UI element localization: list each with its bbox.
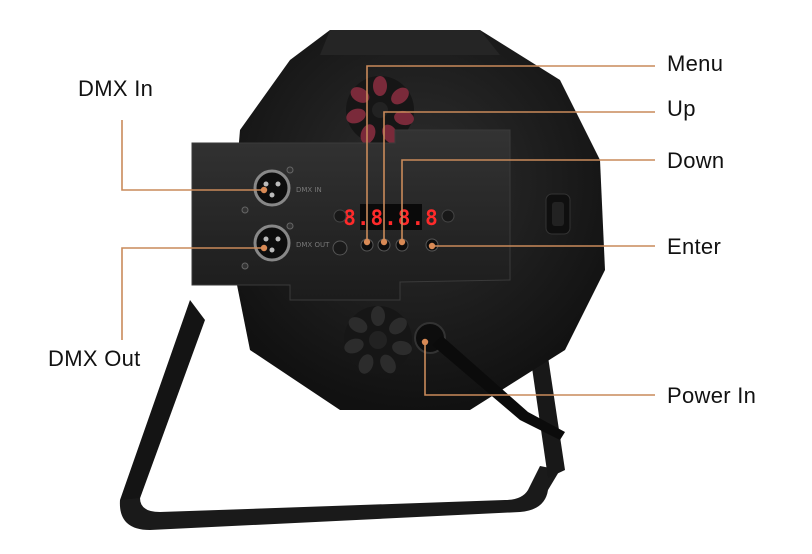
label-up: Up [667,96,696,121]
label-menu: Menu [667,51,724,76]
control-panel: 8.8.8.8 DMX IN DMX OUT [191,129,511,301]
led-display [360,204,422,230]
side-knob[interactable] [545,193,571,235]
power-inlet[interactable] [414,322,565,440]
dmx-in-jack-label: DMX IN [296,186,322,194]
label-dmx-out: DMX Out [48,346,141,371]
leader-dmx-out [121,247,262,340]
leader-dmx-in [121,120,262,191]
top-fan-vent [346,76,414,144]
label-power-in: Power In [667,383,757,408]
bracket-hole [298,492,326,504]
sound-sensor-left [333,209,347,223]
label-down: Down [667,148,725,173]
leader-lines [121,65,655,396]
bottom-fan-vent [344,306,412,374]
leader-dots [260,186,436,346]
dmx-in-jack[interactable] [241,166,294,214]
led-display-text: 8.8.8.8 [343,206,439,230]
sound-sensor-right [441,209,455,223]
label-dmx-in: DMX In [78,76,154,101]
leader-down [401,159,655,240]
fuse-holder [332,240,348,256]
dmx-out-jack[interactable] [241,222,294,270]
leader-menu [366,65,655,240]
leader-up [383,111,655,240]
label-enter: Enter [667,234,722,259]
leader-power-in [424,342,655,396]
dmx-out-jack-label: DMX OUT [296,241,330,249]
